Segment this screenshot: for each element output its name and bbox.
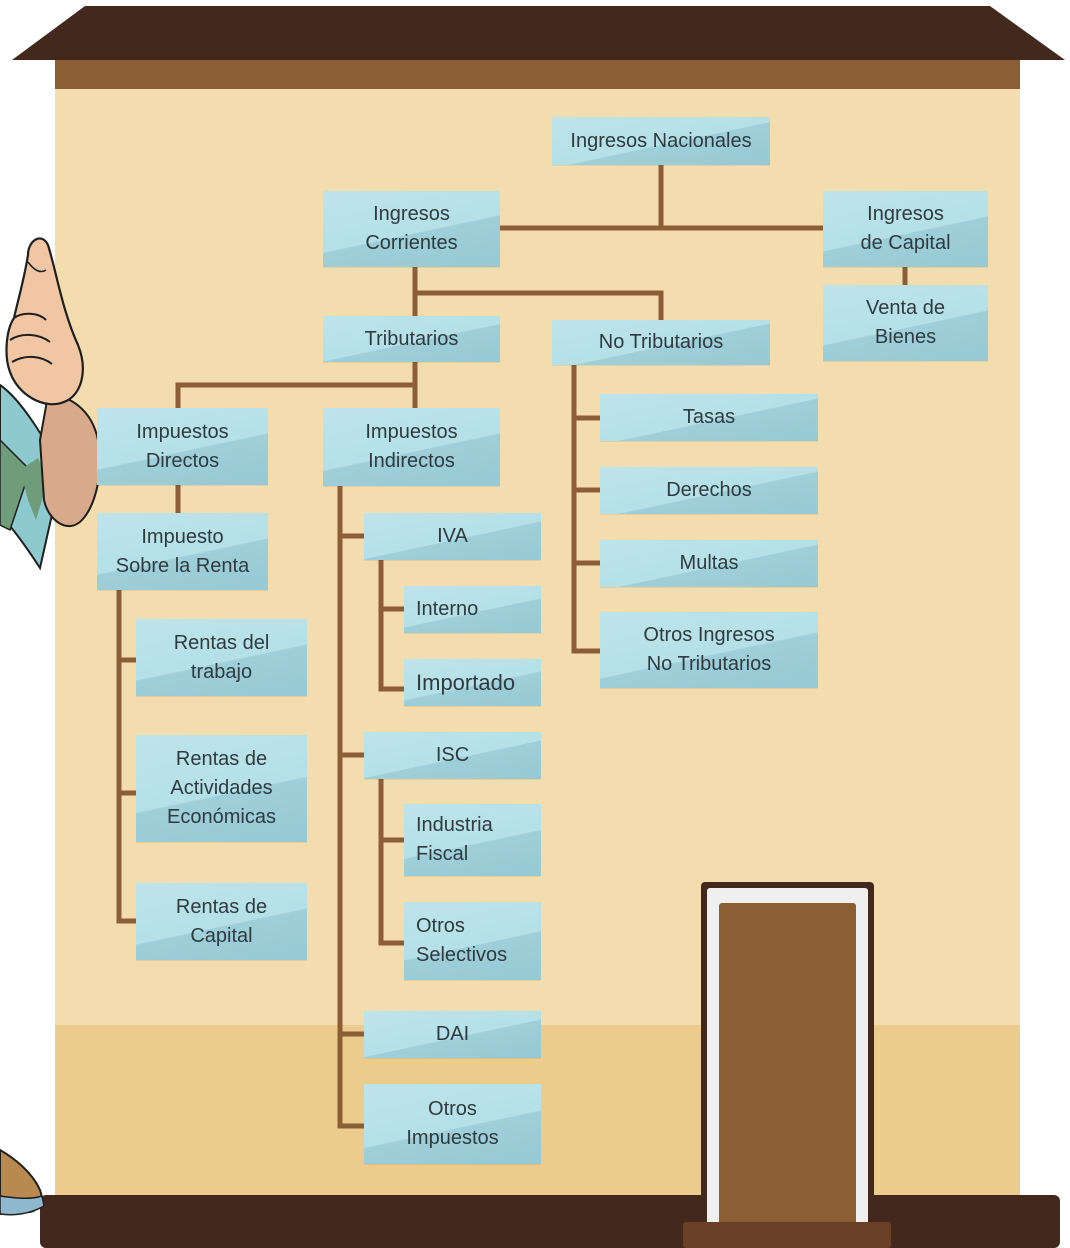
node-dai: DAI [364, 1011, 541, 1058]
node-tasas: Tasas [600, 394, 818, 441]
node-ingresos-nacionales: Ingresos Nacionales [552, 117, 770, 165]
building-roof [12, 6, 1065, 60]
node-derechos: Derechos [600, 467, 818, 514]
node-multas: Multas [600, 540, 818, 587]
node-ingresos-capital: Ingresos de Capital [823, 191, 988, 267]
character-illustration [0, 237, 101, 1216]
node-iva: IVA [364, 513, 541, 560]
node-venta-bienes: Venta de Bienes [823, 285, 988, 361]
node-otros-selectivos: Otros Selectivos [404, 902, 541, 980]
node-rentas-trabajo: Rentas del trabajo [136, 619, 307, 696]
node-ingresos-corrientes: Ingresos Corrientes [323, 191, 500, 267]
building-roof-band [55, 60, 1020, 89]
node-interno: Interno [404, 586, 541, 633]
node-impuesto-renta: Impuesto Sobre la Renta [97, 513, 268, 590]
node-tributarios: Tributarios [323, 316, 500, 362]
node-impuestos-directos: Impuestos Directos [97, 408, 268, 485]
node-otros-impuestos: Otros Impuestos [364, 1084, 541, 1164]
building-base [40, 1195, 1060, 1248]
connector-lines [116, 162, 908, 1129]
node-otros-ingresos-no-tributarios: Otros Ingresos No Tributarios [600, 612, 818, 688]
node-no-tributarios: No Tributarios [552, 320, 770, 365]
node-rentas-capital: Rentas de Capital [136, 883, 307, 960]
node-industria-fiscal: Industria Fiscal [404, 804, 541, 876]
node-impuestos-indirectos: Impuestos Indirectos [323, 408, 500, 486]
node-isc: ISC [364, 732, 541, 779]
node-rentas-actividades: Rentas de Actividades Económicas [136, 735, 307, 842]
node-importado: Importado [404, 659, 541, 706]
door [683, 882, 891, 1248]
